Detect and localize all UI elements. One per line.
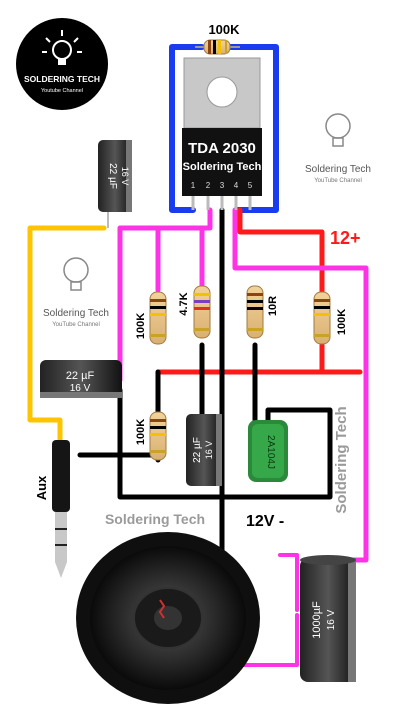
magenta-wire-left	[117, 225, 161, 383]
resistor-lower-label: 100K	[135, 419, 147, 445]
resistor-10r-label: 10R	[267, 296, 279, 316]
resistor-left-100k	[149, 291, 167, 345]
pin-1: 1	[191, 181, 196, 190]
resistor-right-label: 100K	[336, 309, 348, 335]
logo-left-title: Soldering Tech	[43, 308, 109, 319]
logo-left-sub: YouTube Channel	[52, 322, 100, 328]
black-wire-ground	[117, 387, 333, 500]
c3-value: 22 µF	[192, 437, 203, 463]
capacitor-c2	[40, 360, 122, 398]
tda2030-chip	[182, 57, 262, 210]
film-label: 2A104J	[265, 435, 276, 469]
c3-volt: 16 V	[204, 441, 214, 460]
speaker	[76, 532, 260, 704]
magenta-wire-in	[155, 207, 213, 231]
logo-main	[16, 18, 108, 110]
big-cap-volt: 16 V	[326, 609, 337, 630]
magenta-wire-speaker	[278, 553, 299, 612]
aux-jack	[52, 440, 70, 578]
blue-wire	[169, 44, 205, 213]
c2-volt: 16 V	[70, 383, 91, 394]
resistor-top-label: 100K	[208, 22, 240, 37]
logo-right-sub: YouTube Channel	[314, 178, 362, 184]
c1-volt: 16 V	[120, 167, 130, 186]
logo-main-sub: Youtube Channel	[41, 88, 83, 94]
capacitor-c3	[186, 414, 222, 486]
resistor-4k7-label: 4.7K	[178, 292, 190, 315]
pin-2: 2	[206, 181, 211, 190]
ic-name: TDA 2030	[188, 140, 256, 157]
c2-value: 22 µF	[66, 370, 95, 382]
magenta-wire-pin4	[232, 207, 369, 563]
pin-3: 3	[220, 181, 225, 190]
resistor-left-label: 100K	[135, 313, 147, 339]
watermark-center: Soldering Tech	[105, 511, 205, 527]
logo-right	[325, 113, 351, 147]
ic-brand: Soldering Tech	[183, 161, 262, 173]
logo-main-title: SOLDERING TECH	[24, 74, 100, 84]
pin-4: 4	[234, 181, 239, 190]
resistor-lower-100k	[149, 411, 167, 461]
resistor-10r	[246, 285, 264, 339]
watermark-vertical: Soldering Tech	[333, 406, 350, 513]
logo-left	[63, 257, 89, 291]
yellow-wire	[27, 225, 107, 443]
negative-label: 12V -	[246, 513, 284, 530]
logo-right-title: Soldering Tech	[305, 164, 371, 175]
positive-label: 12+	[330, 228, 361, 248]
capacitor-c1	[98, 140, 132, 228]
big-cap-value: 1000µF	[311, 601, 323, 639]
aux-label: Aux	[34, 475, 49, 500]
capacitor-big	[300, 555, 356, 682]
blue-wire-right	[227, 44, 279, 213]
resistor-4k7	[193, 285, 211, 339]
c1-value: 22 µF	[107, 163, 118, 189]
pin-5: 5	[248, 181, 253, 190]
resistor-right-100k	[313, 291, 331, 345]
red-wire-top	[237, 207, 325, 343]
film-capacitor	[248, 420, 288, 482]
resistor-top	[195, 39, 240, 55]
